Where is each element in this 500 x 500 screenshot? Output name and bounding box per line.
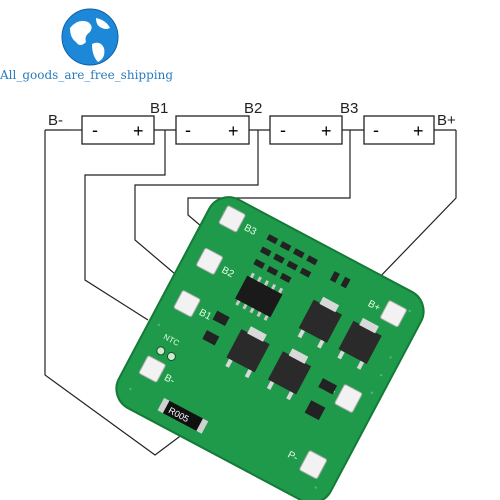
svg-text:P-: P- [286, 449, 300, 463]
svg-text:B2: B2 [220, 265, 236, 281]
wiring [44, 129, 457, 456]
terminal-label-b1: B1 [150, 100, 168, 117]
cell-plus: + [413, 121, 424, 141]
smd-components [253, 234, 351, 289]
pad-b1: B1 [173, 290, 213, 323]
mosfet-3 [225, 326, 270, 379]
cell-4: - + [363, 115, 435, 145]
pcb-board: B3 B2 B1 B- B+ P+ [115, 196, 425, 500]
cell-minus: - [373, 120, 379, 140]
pad-pminus: P- [286, 449, 327, 479]
terminal-label-bminus: B- [48, 112, 63, 129]
mosfet-2 [337, 317, 382, 370]
cell-plus: + [228, 121, 239, 141]
terminal-label-b3: B3 [340, 100, 358, 117]
ntc-hole [166, 351, 176, 361]
svg-text:B+: B+ [366, 298, 382, 314]
svg-text:B1: B1 [197, 307, 213, 323]
terminal-label-bplus: B+ [437, 112, 456, 129]
pad-bplus: B+ [366, 298, 407, 328]
cell-plus: + [321, 121, 332, 141]
cell-minus: - [280, 120, 286, 140]
mosfet-4 [266, 348, 312, 401]
control-ic [235, 272, 284, 321]
pad-b2: B2 [196, 247, 236, 281]
ntc-hole [156, 346, 166, 356]
globe-icon [61, 8, 119, 66]
cell-2: - + [175, 115, 250, 145]
terminal-label-b2: B2 [244, 100, 262, 117]
pad-bminus: B- [138, 355, 176, 387]
svg-text:B3: B3 [242, 222, 258, 238]
cell-minus: - [92, 120, 98, 140]
cell-1: - + [81, 115, 155, 145]
cell-minus: - [185, 120, 191, 140]
mosfet-1 [297, 296, 343, 349]
pad-b3: B3 [218, 205, 258, 238]
svg-text:B-: B- [162, 372, 176, 386]
cell-plus: + [133, 121, 144, 141]
sot-transistors [202, 310, 338, 421]
shunt-resistor: R005 [157, 397, 209, 434]
watermark-text: All_goods_are_free_shipping [0, 68, 174, 82]
cell-3: - + [269, 115, 343, 145]
